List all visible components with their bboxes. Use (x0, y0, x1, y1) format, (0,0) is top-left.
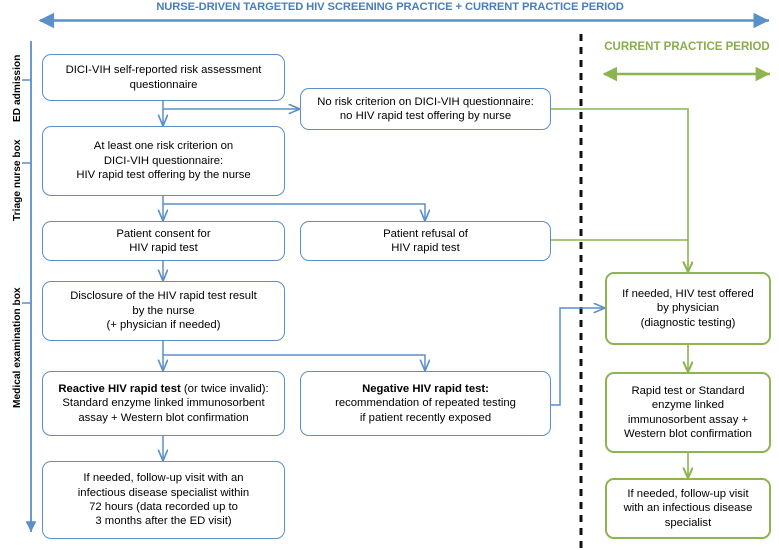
node-no-risk-line-1: No risk criterion on DICI-VIH questionna… (317, 95, 534, 108)
connector-negative-to-physician (551, 308, 605, 406)
rail-label-triage-nurse-box: Triage nurse box (12, 139, 23, 221)
node-followup-green[interactable]: If needed, follow-up visit with an infec… (605, 478, 771, 539)
node-reactive-lead: Reactive HIV rapid test (58, 382, 181, 395)
node-followup-blue-line-2: infectious disease specialist within (77, 486, 250, 499)
node-at-least-one-risk[interactable]: At least one risk criterion on DICI-VIH … (42, 126, 285, 196)
node-followup-blue[interactable]: If needed, follow-up visit with an infec… (42, 461, 285, 539)
node-reactive-test[interactable]: Reactive HIV rapid test (or twice invali… (42, 371, 285, 436)
connector-norisk-to-physician (551, 108, 688, 272)
node-negative-test[interactable]: Negative HIV rapid test: recommendation … (300, 371, 551, 436)
node-physician-line-3: (diagnostic testing) (640, 316, 736, 329)
node-followup-blue-line-4: 3 months after the ED visit) (95, 515, 232, 528)
node-disclosure[interactable]: Disclosure of the HIV rapid test result … (42, 281, 285, 341)
node-rapid-line-1: Rapid test or Standard (631, 384, 745, 397)
node-negative-line-1: recommendation of repeated testing (335, 397, 516, 410)
node-questionnaire[interactable]: DICI-VIH self-reported risk assessment q… (42, 54, 285, 101)
node-risk-line-1: At least one risk criterion on (93, 140, 234, 153)
node-rapid-or-standard[interactable]: Rapid test or Standard enzyme linked imm… (605, 372, 771, 453)
node-followup-blue-line-3: 72 hours (data recorded up to (89, 501, 238, 513)
node-disclosure-line-1: Disclosure of the HIV rapid test result (70, 290, 257, 303)
node-disclosure-line-3: (+ physician if needed) (106, 319, 221, 332)
node-negative-line-2: if patient recently exposed (359, 411, 492, 424)
node-followup-blue-line-1: If needed, follow-up visit with an (83, 472, 244, 485)
node-patient-consent[interactable]: Patient consent for HIV rapid test (42, 221, 285, 261)
node-physician-line-1: If needed, HIV test offered (622, 287, 754, 300)
node-rapid-line-3: immunosorbent assay + (627, 413, 749, 426)
node-consent-line-2: HIV rapid test (129, 242, 198, 254)
node-risk-line-3: HIV rapid test offering by the nurse (76, 169, 251, 182)
node-questionnaire-line-1: DICI-VIH self-reported risk assessment (65, 64, 262, 77)
node-physician-offer[interactable]: If needed, HIV test offered by physician… (605, 272, 771, 345)
rail-label-ed-admission: ED admission (12, 54, 23, 122)
rail-label-medical-examination-box: Medical examination box (12, 287, 23, 408)
node-rapid-line-4: Western blot confirmation (624, 427, 752, 440)
node-consent-line-1: Patient consent for (116, 227, 211, 240)
node-followup-green-line-3: specialist (664, 516, 712, 529)
node-followup-green-line-2: with an infectious disease (623, 502, 753, 515)
node-patient-refusal[interactable]: Patient refusal of HIV rapid test (300, 221, 551, 261)
page-title: NURSE-DRIVEN TARGETED HIV SCREENING PRAC… (156, 1, 624, 13)
node-disclosure-line-2: by the nurse (132, 304, 195, 317)
node-refusal-line-1: Patient refusal of (383, 227, 468, 240)
node-negative-lead: Negative HIV rapid test: (362, 382, 489, 395)
node-refusal-line-2: HIV rapid test (391, 242, 460, 254)
node-reactive-line-1: Standard enzyme linked immunosorbent (62, 397, 265, 410)
connector-disclosure-to-negative (163, 354, 425, 371)
node-reactive-line-2: assay + Western blot confirmation (78, 411, 249, 424)
node-questionnaire-line-2: questionnaire (129, 78, 198, 91)
node-risk-line-2: DICI-VIH questionnaire: (103, 154, 224, 167)
node-rapid-line-2: enzyme linked (651, 399, 725, 412)
node-no-risk-line-2: no HIV rapid test offering by nurse (339, 110, 512, 122)
node-physician-line-2: by physician (656, 302, 720, 315)
node-followup-green-line-1: If needed, follow-up visit (627, 487, 749, 500)
node-reactive-lead-tail: (or twice invalid): (180, 382, 269, 395)
connector-risk-to-refusal (163, 203, 425, 221)
node-no-risk-criterion[interactable]: No risk criterion on DICI-VIH questionna… (300, 88, 551, 130)
current-practice-period-title: CURRENT PRACTICE PERIOD (604, 41, 770, 53)
